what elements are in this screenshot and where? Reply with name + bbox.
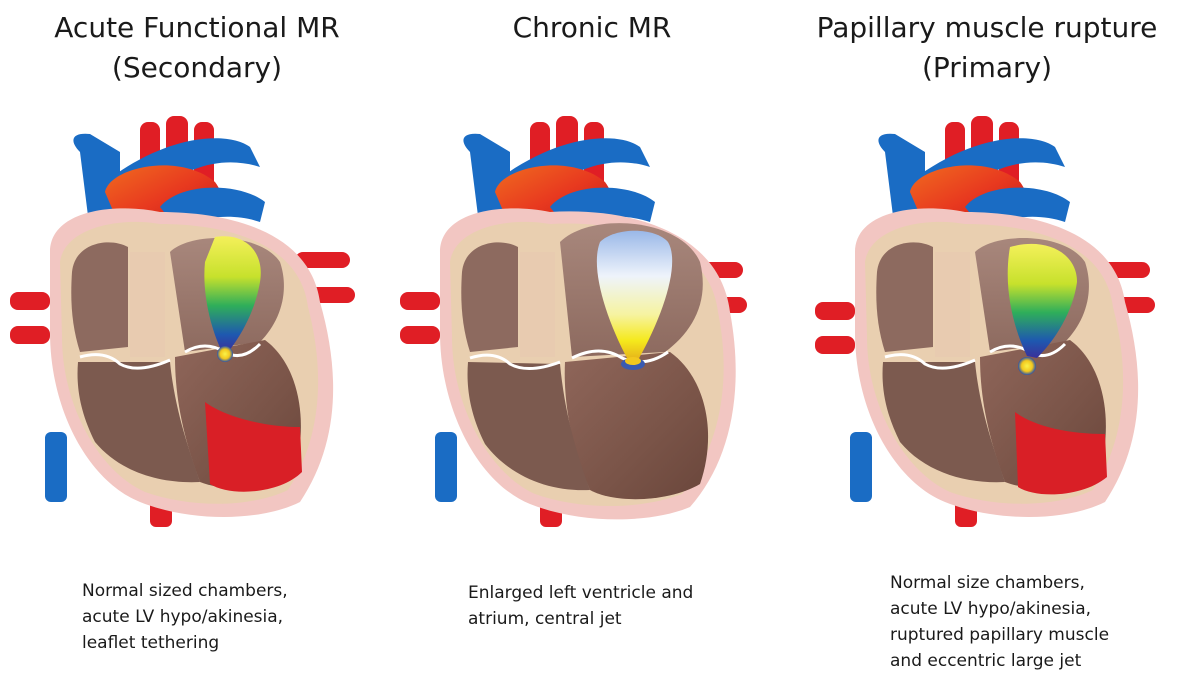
panel-title: Papillary muscle rupture (Primary)	[790, 8, 1184, 88]
panel-title: Acute Functional MR (Secondary)	[0, 8, 394, 88]
caption-line: ruptured papillary muscle	[890, 622, 1109, 648]
caption-line: Normal sized chambers,	[82, 578, 288, 604]
right-atrium	[71, 242, 128, 352]
panel-title: Chronic MR	[395, 8, 789, 48]
caption-line: atrium, central jet	[468, 606, 693, 632]
title-line: Chronic MR	[395, 8, 789, 48]
caption-line: acute LV hypo/akinesia,	[890, 596, 1109, 622]
aortic-root	[130, 252, 165, 357]
aortic-root	[520, 252, 555, 357]
caption-line: Enlarged left ventricle and	[468, 580, 693, 606]
panel-chronic-mr: Chronic MR Enlarged lef	[395, 0, 789, 675]
heart-illustration-chronic	[400, 112, 760, 532]
right-atrium	[876, 242, 933, 352]
caption: Normal size chambers, acute LV hypo/akin…	[890, 570, 1109, 674]
title-line: Papillary muscle rupture	[790, 8, 1184, 48]
jet-origin-core	[625, 357, 641, 365]
title-line: (Primary)	[790, 48, 1184, 88]
heart-illustration-functional	[10, 112, 370, 532]
caption-line: and eccentric large jet	[890, 648, 1109, 674]
panel-acute-functional-mr: Acute Functional MR (Secondary)	[0, 0, 394, 675]
heart-illustration-rupture	[815, 112, 1175, 532]
caption: Enlarged left ventricle and atrium, cent…	[468, 580, 693, 632]
aortic-root	[935, 252, 970, 357]
panel-papillary-muscle-rupture: Papillary muscle rupture (Primary)	[790, 0, 1184, 675]
title-line: (Secondary)	[0, 48, 394, 88]
caption-line: Normal size chambers,	[890, 570, 1109, 596]
left-ventricle-enlarged	[565, 352, 708, 499]
caption: Normal sized chambers, acute LV hypo/aki…	[82, 578, 288, 656]
caption-line: leaflet tethering	[82, 630, 288, 656]
caption-line: acute LV hypo/akinesia,	[82, 604, 288, 630]
ruptured-papillary-muscle	[1018, 357, 1036, 375]
right-atrium	[461, 242, 518, 352]
title-line: Acute Functional MR	[0, 8, 394, 48]
jet-origin	[217, 346, 233, 362]
